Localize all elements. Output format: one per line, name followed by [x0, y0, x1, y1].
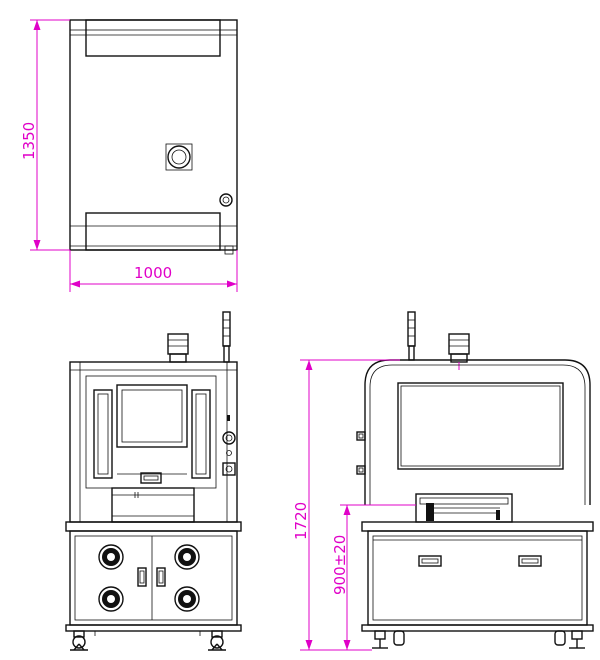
- side-signal-tower: [407, 311, 416, 347]
- dimension-table-height: 900±20: [331, 504, 416, 650]
- side-connector-top: [356, 431, 366, 441]
- side-exhaust-fan: [448, 333, 470, 355]
- front-lower-cabinet: [69, 530, 238, 626]
- front-fan-bottom-right: [174, 586, 200, 612]
- side-drawer-handle-right: [518, 555, 542, 567]
- front-base: [65, 624, 242, 632]
- front-fan-top-right: [174, 544, 200, 570]
- dimension-width: 1000: [69, 250, 238, 292]
- front-fan-top-left: [98, 544, 124, 570]
- front-table-top: [65, 521, 242, 532]
- front-handle: [140, 472, 162, 484]
- front-conveyor-inlet: [111, 487, 195, 523]
- front-monitor: [116, 384, 188, 448]
- side-lower-cabinet: [367, 530, 588, 626]
- side-foot-right: [554, 630, 585, 649]
- front-exhaust-fan: [167, 333, 189, 355]
- top-view: [69, 19, 238, 255]
- front-fan-bottom-left: [98, 586, 124, 612]
- front-emergency-button: [222, 431, 236, 445]
- side-window: [397, 382, 564, 470]
- top-view-rear-hood: [85, 212, 221, 251]
- dimension-height: 1720: [292, 359, 400, 651]
- front-signal-tower: [222, 311, 231, 347]
- dimension-depth: 1350: [20, 19, 70, 251]
- front-view: [65, 311, 242, 651]
- side-upper-housing: [364, 359, 591, 505]
- front-right-window: [191, 389, 211, 479]
- depth-label: 1350: [20, 122, 38, 160]
- front-switch: [222, 462, 236, 476]
- front-left-window: [93, 389, 113, 479]
- top-view-round-port: [167, 145, 191, 169]
- side-base: [361, 624, 594, 632]
- top-view-knob: [219, 193, 233, 207]
- front-caster-right: [208, 630, 226, 651]
- side-connector-bottom: [356, 465, 366, 475]
- width-label: 1000: [134, 264, 172, 282]
- front-door-handle-right: [156, 567, 166, 587]
- front-caster-left: [70, 630, 88, 651]
- side-table-top: [361, 521, 594, 532]
- top-view-outline: [69, 19, 238, 251]
- front-door-handle-left: [137, 567, 147, 587]
- side-foot-left: [372, 630, 405, 649]
- table-height-label: 900±20: [331, 535, 349, 595]
- side-view: [356, 311, 594, 649]
- height-label: 1720: [292, 502, 310, 540]
- side-drawer-handle-left: [418, 555, 442, 567]
- top-view-front-hood: [85, 19, 221, 57]
